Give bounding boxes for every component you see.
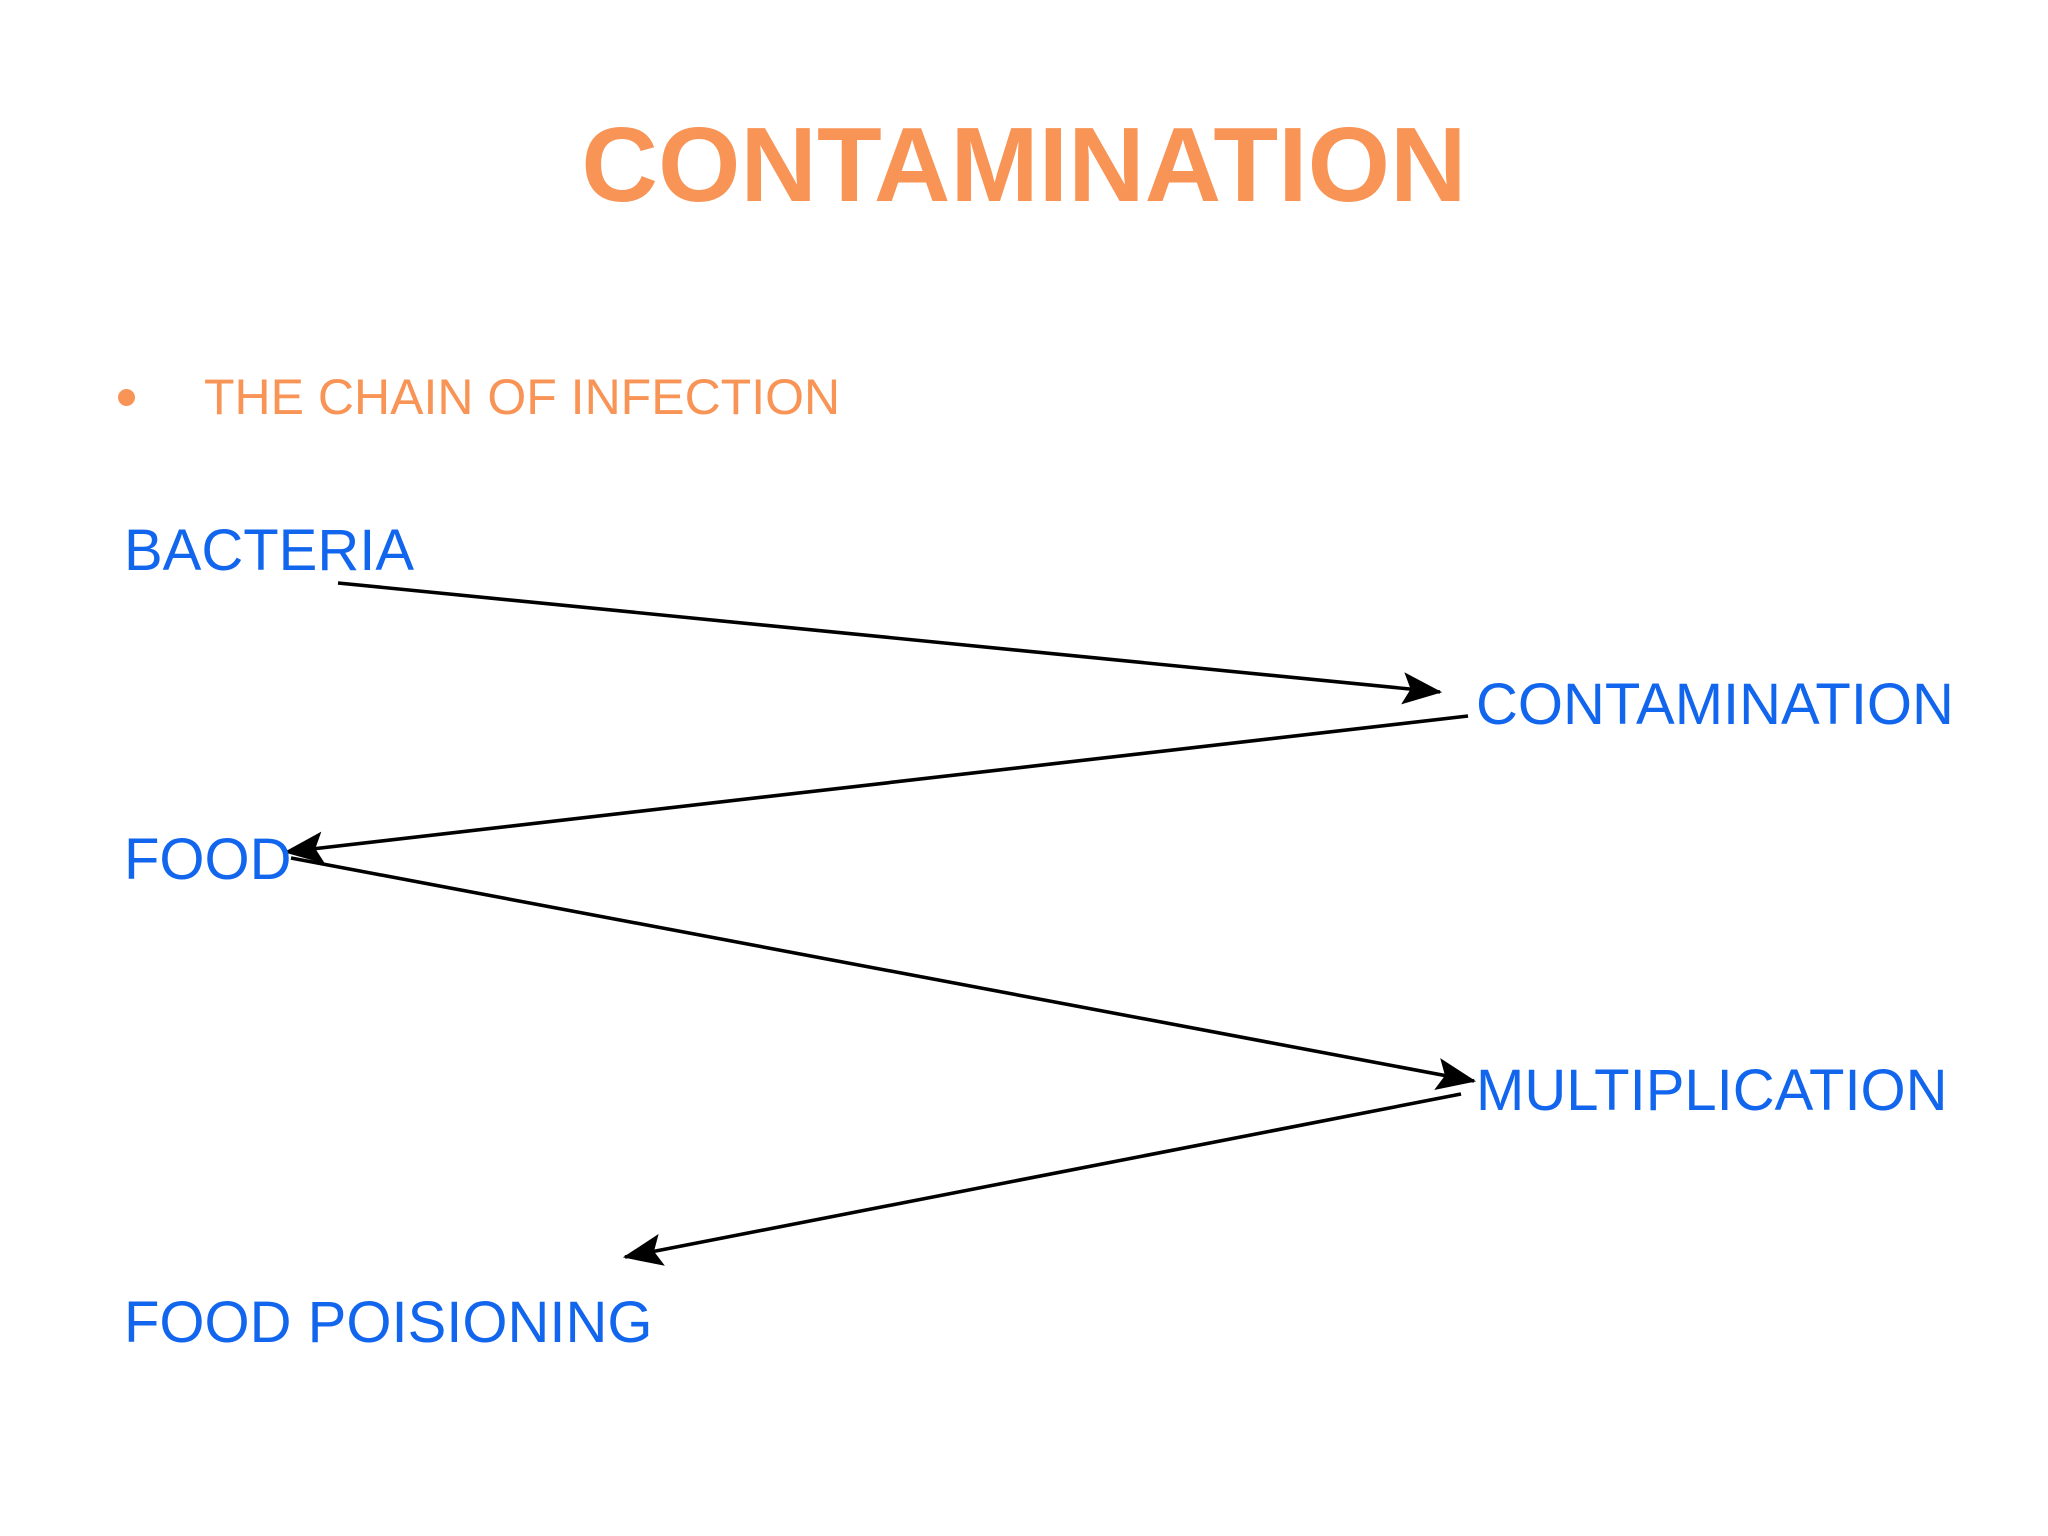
- arrow-multiplication-to-food-poisoning: [622, 1092, 1462, 1266]
- diagram-node-bacteria: BACTERIA: [124, 518, 415, 583]
- diagram-node-contamination: CONTAMINATION: [1476, 672, 1954, 737]
- diagram-node-food: FOOD: [124, 827, 292, 892]
- page-title: CONTAMINATION: [581, 106, 1467, 224]
- bullet-dot-icon: [118, 388, 135, 406]
- diagram-node-multiplication: MULTIPLICATION: [1476, 1058, 1948, 1123]
- arrow-bacteria-to-contamination: [337, 581, 1443, 705]
- arrow-food-to-multiplication: [290, 856, 1477, 1090]
- bullet-item-label: THE CHAIN OF INFECTION: [204, 369, 841, 425]
- diagram-node-food-poisoning: FOOD POISIONING: [124, 1290, 653, 1355]
- bullet-list-item: THE CHAIN OF INFECTION: [118, 372, 840, 422]
- arrow-contamination-to-food: [283, 714, 1469, 864]
